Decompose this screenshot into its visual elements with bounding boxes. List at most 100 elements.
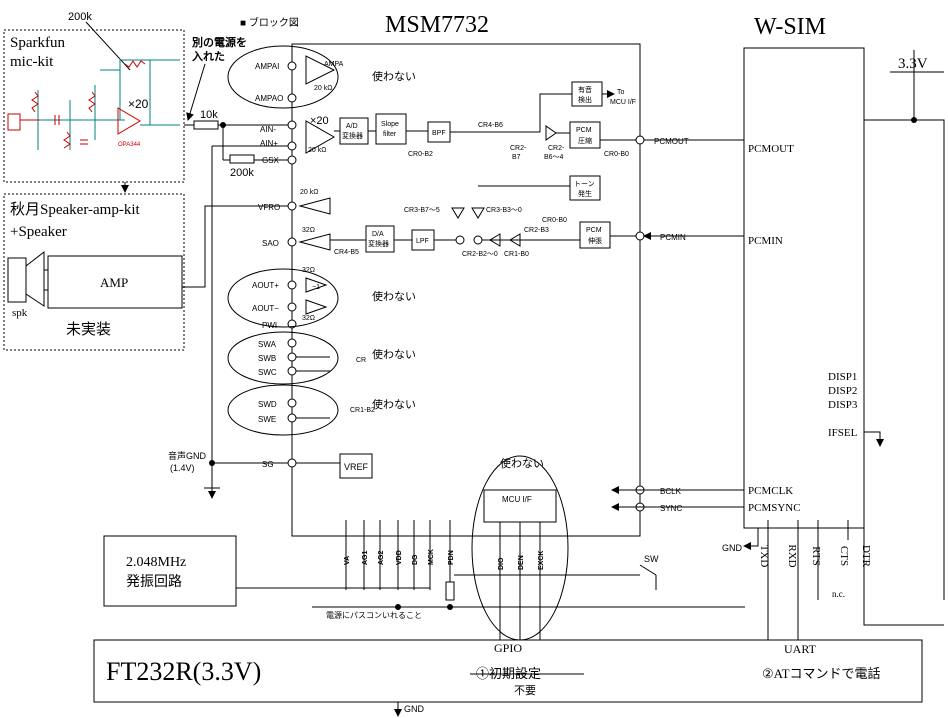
msm-left-pins: AMPAI AMPAO AIN- AIN+ GSX VFRO SAO AOUT+… [252,61,297,469]
block-to-mcu-1: To [617,89,625,96]
oscillator-line-1: 2.048MHz [126,555,186,570]
pin-pwi: PWI [262,321,277,330]
block-mcu-if: MCU I/F [502,495,532,504]
separate-power-note-1: 別の電源を [191,35,247,49]
block-ain-gain: ×20 [310,115,329,127]
switch-cr2-b2: CR2-B2～0 [462,251,498,258]
pin-swa: SWA [258,340,277,349]
pin-ampai: AMPAI [255,62,279,71]
pin-swe: SWE [258,415,276,424]
block-tone-1: トーン [574,181,595,188]
msm-bottom-pins: VA AG1 AG2 VDD DG MCK PDN DIO DEN EXCK [344,520,545,640]
pin-va: VA [344,556,351,565]
at-command-label: ②ATコマンドで電話 [762,666,881,681]
gpio-label: GPIO [494,641,522,655]
pin-sao: SAO [262,239,279,248]
pin-vfro: VFRO [258,203,280,212]
block-pcm-comp-1: PCM [576,127,592,134]
block-ad-2: 変換器 [342,131,363,140]
switch-cr0-b0-b: CR0-B0 [542,217,567,224]
switch-cr1-b0: CR1-B0 [504,251,529,258]
switch-cr2-b6-b: B6～4 [544,154,564,161]
msm-right-pins: PCMOUT PCMIN BCLK SYNC [635,135,689,513]
unused-label-ampa: 使わない [372,70,416,83]
block-ain-r: 20 kΩ [308,147,326,154]
oscillator-line-2: 発振回路 [126,574,182,590]
block-da-2: 変換器 [368,239,389,248]
msm-chip [291,43,641,537]
pin-ag1: AG1 [362,551,369,566]
switch-cr2-b3: CR2-B3 [524,227,549,234]
mic-kit-opamp: OPA344 [118,142,141,148]
wsim-pin-pcmsync: PCMSYNC [748,502,801,514]
supply-label: 3.3V [898,56,928,72]
amp-kit-label-1: 秋月Speaker-amp-kit [10,201,140,218]
wsim-pin-rts: RTS [810,546,822,566]
wsim-pin-pcmclk: PCMCLK [748,485,793,497]
pin-swd: SWD [258,400,277,409]
pin-swb: SWB [258,354,276,363]
ft232r-module [93,639,923,703]
pin-aout-plus: AOUT+ [252,281,279,290]
block-ad-1: A/D [346,123,358,130]
switch-cr4-b5: CR4-B5 [334,249,359,256]
block-to-mcu-2: MCU I/F [610,99,636,106]
block-voice-1: 有音 [578,85,592,94]
pin-dg: DG [412,554,419,565]
switch-cr2-b7-a: CR2- [510,145,527,152]
amp-label: AMP [100,275,128,290]
resistor-10k [193,120,219,130]
audio-gnd-label: 音声GND [168,450,207,461]
block-aout-neg: −1 [312,284,320,291]
block-pcm-comp-2: 圧縮 [578,136,592,145]
pin-aout-minus: AOUT− [252,304,279,313]
separate-power-note-2: 入れた [192,50,225,63]
pin-vdd: VDD [396,550,403,565]
pin-ag2: AG2 [378,551,385,566]
mic-kit-gain: ×20 [128,97,149,111]
pin-ampao: AMPAO [255,94,283,103]
unused-markers [227,45,569,641]
switch-cr0-b0: CR0-B0 [604,151,629,158]
pin-swc: SWC [258,368,277,377]
block-pcm-exp-2: 伸張 [588,236,602,245]
block-tone-2: 発生 [578,189,592,198]
nc-label: n.c. [832,589,845,599]
block-ampa-r: 20 kΩ [314,85,332,92]
wsim-pin-disp3: DISP3 [828,399,858,411]
unused-label-swde: 使わない [372,398,416,411]
mic-kit-label-1: Sparkfun [10,35,65,51]
resistor-200k-label: 200k [230,167,254,179]
unused-label-aout: 使わない [372,290,416,303]
switch-cr3-b3: CR3-B3～0 [486,207,522,214]
audio-gnd-voltage: (1.4V) [170,463,195,473]
speaker-icon [7,257,27,303]
unused-label-mcu: 使わない [500,457,544,470]
switch-cr4-b6: CR4-B6 [478,122,503,129]
pin-ain-minus: AIN- [260,125,276,134]
bypass-note: 電源にパスコンいれること [326,611,422,620]
pin-sync: SYNC [660,504,682,513]
block-sao-r: 32Ω [302,227,315,234]
block-vref: VREF [344,462,369,472]
pin-mck: MCK [428,549,435,565]
pin-pcmout: PCMOUT [654,137,689,146]
pin-exck: EXCK [538,551,545,570]
pin-ain-plus: AIN+ [260,139,278,148]
switch-cr3-b7: CR3-B7～5 [404,207,440,214]
ft232r-title: FT232R(3.3V) [106,657,261,686]
switch-cr0-b2: CR0-B2 [408,151,433,158]
wsim-pin-disp1: DISP1 [828,371,857,383]
pin-den: DEN [518,555,525,570]
msm-title: MSM7732 [385,12,489,38]
switch-cr1-b2: CR1-B2 [350,407,375,414]
not-needed-label: 不要 [514,684,536,697]
switch-cr-1: CR [356,357,366,364]
mic-kit-label-2: mic-kit [10,54,54,70]
wsim-pin-pcmout: PCMOUT [748,143,794,155]
block-pcm-exp-1: PCM [586,227,602,234]
bottom-gnd-label: GND [404,704,425,714]
mic-kit: Sparkfun mic-kit 200k [3,11,185,193]
speaker-label: spk [12,307,28,319]
